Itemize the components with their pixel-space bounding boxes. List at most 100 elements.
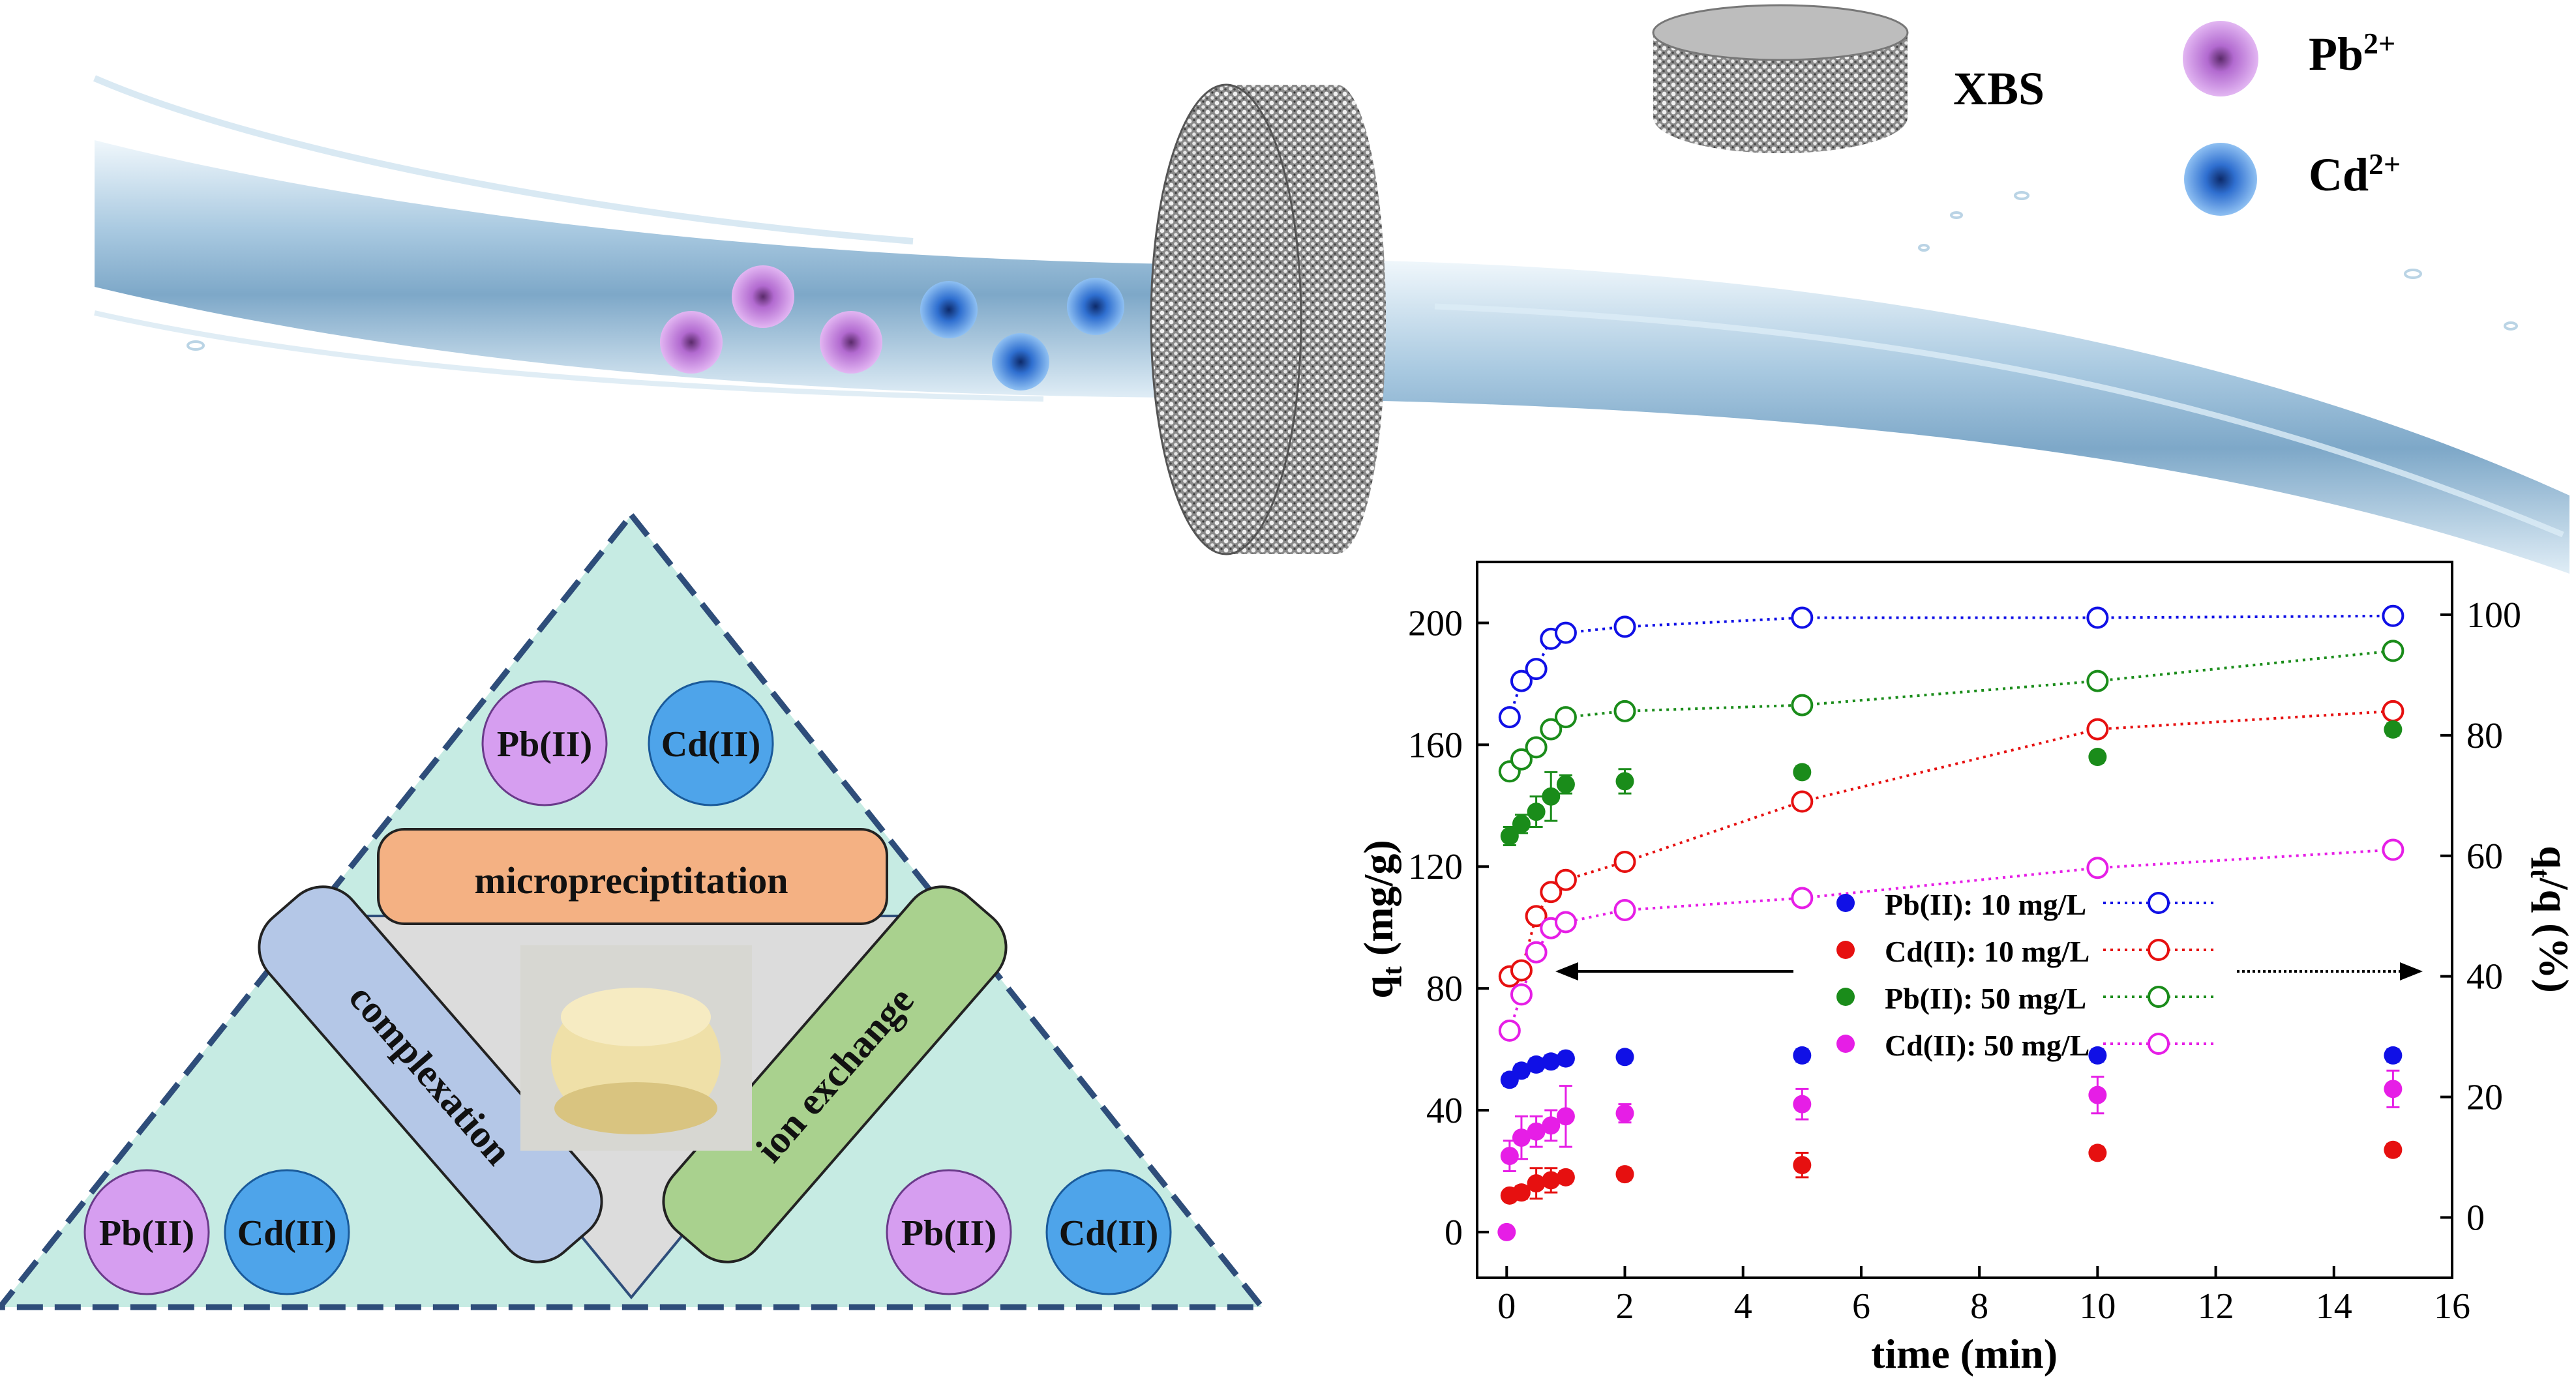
cd-legend-label: Cd2+ — [2309, 147, 2401, 202]
legend-filled-marker-1 — [1836, 941, 1855, 959]
pct-point-1-3 — [1540, 881, 1563, 904]
legend-hollow-marker-2 — [2148, 986, 2170, 1008]
qt-point-3-7 — [2088, 1085, 2107, 1104]
qt-point-0-1 — [1512, 1061, 1531, 1080]
xbs-label: XBS — [1953, 63, 2045, 115]
qt-point-0-5 — [1615, 1048, 1634, 1067]
micropreciptitation-bar — [377, 828, 888, 925]
qt-point-2-4 — [1556, 775, 1575, 794]
legend-label-0: Pb(II): 10 mg/L — [1885, 888, 2086, 921]
pct-point-0-1 — [1510, 670, 1533, 692]
pct-point-0-4 — [1554, 621, 1577, 644]
top-cd-label: Cd(II) — [661, 724, 760, 765]
pct-point-1-5 — [1613, 851, 1636, 874]
y-left-tick-label-1: 40 — [1426, 1091, 1463, 1131]
water-stream-scene — [93, 4, 2569, 574]
pct-point-0-2 — [1525, 658, 1548, 681]
pct-point-0-8 — [2382, 604, 2404, 627]
y-right-sub: t — [2524, 869, 2554, 878]
qt-point-1-4 — [1556, 1168, 1575, 1187]
cd-legend-charge: 2+ — [2369, 147, 2401, 181]
pct-point-0-0 — [1498, 706, 1521, 729]
cd-ion-particles — [920, 278, 1124, 391]
y-left-tick-label-0: 0 — [1445, 1213, 1463, 1253]
pct-point-0-5 — [1613, 615, 1636, 638]
legend-hollow-marker-0 — [2148, 892, 2170, 914]
qt-point-origin — [1497, 1222, 1516, 1241]
qt-point-2-6 — [1793, 763, 1812, 782]
left-pb-label: Pb(II) — [99, 1213, 194, 1254]
qt-point-2-8 — [2384, 720, 2403, 739]
x-tick-label-5: 10 — [2079, 1286, 2116, 1327]
water-stream-right — [1383, 261, 2569, 574]
legend-filled-marker-3 — [1836, 1035, 1855, 1053]
x-tick-label-7: 14 — [2316, 1286, 2352, 1327]
pct-point-2-7 — [2086, 670, 2109, 692]
y-right-tick-label-0: 0 — [2466, 1198, 2485, 1239]
top-pb-label: Pb(II) — [497, 724, 592, 765]
qt-point-1-2 — [1527, 1174, 1546, 1193]
qt-point-0-4 — [1556, 1049, 1575, 1068]
x-tick-label-0: 0 — [1497, 1286, 1516, 1327]
pct-point-3-0 — [1498, 1019, 1521, 1042]
x-tick-label-6: 12 — [2198, 1286, 2234, 1327]
qt-point-1-1 — [1512, 1183, 1531, 1202]
y-left-tick-label-3: 120 — [1408, 847, 1463, 887]
y-left-tick-label-5: 200 — [1408, 603, 1463, 643]
left-arrow — [1555, 962, 1793, 981]
y-right-tick-label-2: 40 — [2466, 957, 2503, 997]
pct-point-0-7 — [2086, 606, 2109, 629]
pct-point-2-5 — [1613, 700, 1636, 722]
qt-point-1-5 — [1615, 1165, 1634, 1184]
cd-legend-base: Cd — [2309, 149, 2369, 201]
qt-point-3-4 — [1556, 1107, 1575, 1126]
qt-point-3-6 — [1793, 1095, 1812, 1113]
y-right-tick-label-4: 80 — [2466, 716, 2503, 756]
y-right-tick-label-5: 100 — [2466, 595, 2521, 636]
qt-point-1-3 — [1542, 1171, 1561, 1190]
legend-label-2: Pb(II): 50 mg/L — [1885, 982, 2086, 1015]
qt-point-0-3 — [1542, 1052, 1561, 1071]
y-right-rest: /q (%) — [2531, 877, 2576, 993]
cd-legend-icon — [2184, 143, 2257, 216]
y-left-tick-label-2: 80 — [1426, 969, 1463, 1009]
qt-point-3-0 — [1500, 1147, 1519, 1166]
y-right-axis-title: qt/q (%) — [2524, 846, 2576, 993]
pb-ion-particles — [660, 265, 882, 374]
pct-point-3-5 — [1613, 898, 1636, 921]
x-tick-label-8: 16 — [2434, 1286, 2470, 1327]
pct-point-2-2 — [1525, 736, 1548, 759]
pct-point-1-2 — [1525, 905, 1548, 928]
qt-point-2-3 — [1542, 787, 1561, 806]
qt-point-3-8 — [2384, 1080, 2403, 1098]
legend-hollow-marker-1 — [2148, 939, 2170, 961]
water-stream-left — [95, 140, 1174, 398]
y-right-tick-label-3: 60 — [2466, 836, 2503, 877]
pb-legend-label: Pb2+ — [2309, 26, 2395, 81]
x-tick-label-1: 2 — [1616, 1286, 1634, 1327]
qt-point-2-2 — [1527, 803, 1546, 821]
legend-hollow-marker-3 — [2148, 1033, 2170, 1055]
pb-legend-icon — [2183, 21, 2258, 96]
y-right-base: q — [2531, 846, 2576, 869]
qt-point-1-6 — [1793, 1156, 1812, 1175]
qt-point-2-0 — [1500, 827, 1519, 846]
pct-point-3-4 — [1554, 911, 1577, 934]
ion-circles — [83, 680, 1172, 1295]
right-cd-label: Cd(II) — [1059, 1213, 1158, 1254]
pct-point-2-4 — [1554, 706, 1577, 729]
qt-point-2-7 — [2088, 748, 2107, 767]
y-left-sub: t — [1378, 966, 1408, 975]
qt-point-1-7 — [2088, 1143, 2107, 1162]
pct-point-0-6 — [1791, 606, 1814, 629]
qt-point-3-2 — [1527, 1122, 1546, 1141]
pct-point-1-6 — [1791, 790, 1814, 813]
x-tick-label-4: 8 — [1970, 1286, 1988, 1327]
qt-point-0-7 — [2088, 1046, 2107, 1065]
pb-legend-base: Pb — [2309, 28, 2364, 80]
pct-point-2-8 — [2382, 640, 2404, 662]
xbs-sponge-photo — [520, 945, 752, 1151]
y-left-tick-label-4: 160 — [1408, 725, 1463, 765]
legend-label-1: Cd(II): 10 mg/L — [1885, 935, 2089, 968]
